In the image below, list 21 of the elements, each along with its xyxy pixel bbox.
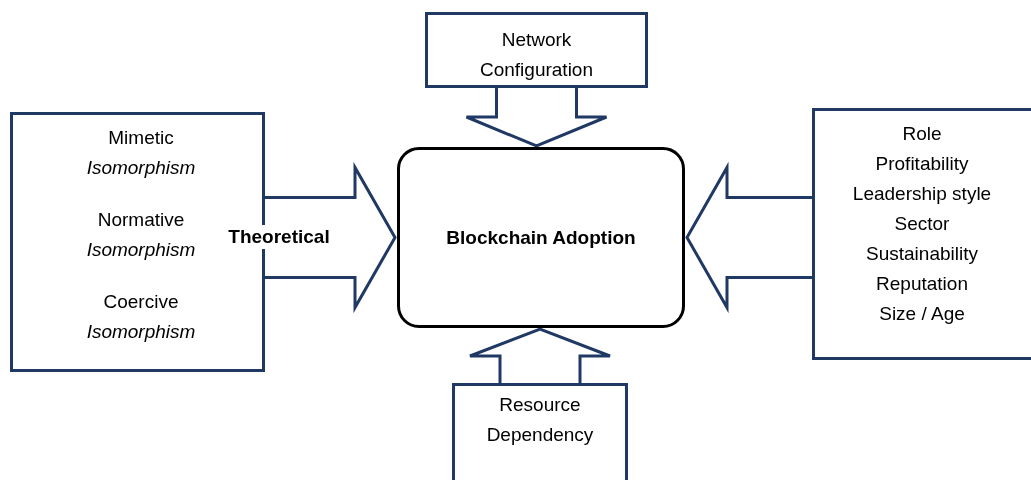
node-text: Blockchain Adoption bbox=[446, 225, 636, 250]
node-text: Resource Dependency bbox=[485, 393, 595, 447]
edge-label: Theoretical bbox=[226, 225, 332, 249]
node-text: Sector bbox=[894, 212, 950, 236]
callout-box bbox=[452, 383, 628, 480]
node-text: Profitability bbox=[875, 152, 969, 176]
node-text: Sustainability bbox=[866, 242, 978, 266]
node-text: Size / Age bbox=[879, 302, 965, 326]
node-text: Role bbox=[902, 122, 942, 146]
node-text: Mimetic Isomorphism bbox=[85, 126, 197, 180]
node-text: Leadership style bbox=[852, 182, 992, 206]
node-text: Coercive Isomorphism bbox=[85, 290, 197, 344]
block-arrow bbox=[468, 327, 612, 385]
node-text: Network Configuration bbox=[479, 28, 594, 82]
process-box bbox=[397, 147, 685, 328]
block-arrow bbox=[465, 86, 608, 148]
node-text: Normative Isomorphism bbox=[85, 208, 197, 262]
callout-box bbox=[425, 12, 648, 88]
block-arrow bbox=[685, 161, 814, 314]
callout-box bbox=[812, 108, 1031, 360]
node-text: Reputation bbox=[876, 272, 968, 296]
